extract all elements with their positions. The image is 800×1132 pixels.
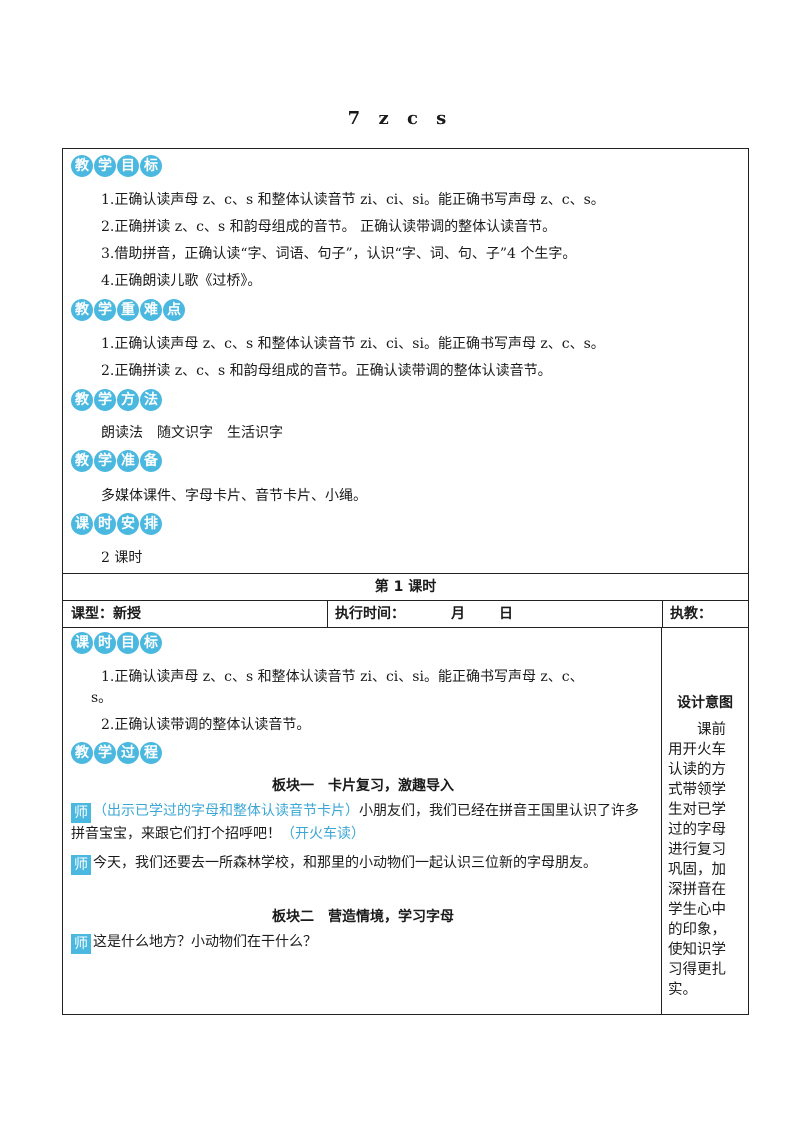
page-title: 7 z c s [347,108,453,129]
badge-char: 目 [117,155,139,177]
stage-direction: （出示已学过的字母和整体认读音节卡片） [93,803,359,819]
badge-key-points: 教学重难点 [71,299,186,321]
block-title-2: 板块二 营造情境，学习字母 [272,909,454,925]
execution-time-label: 执行时间： [335,606,405,622]
goal-item: 2.正确拼读 z、c、s 和韵母组成的音节。 正确认读带调的整体认读音节。 [101,219,557,235]
badge-schedule: 课时安排 [71,513,163,535]
badge-method: 教学方法 [71,389,163,411]
badge-char: 教 [71,450,93,472]
badge-char: 过 [117,742,139,764]
day-label: 日 [499,606,513,622]
badge-char: 学 [94,389,116,411]
prep-text: 多媒体课件、字母卡片、音节卡片、小绳。 [101,488,367,504]
badge-char: 点 [163,299,185,321]
badge-char: 法 [140,389,162,411]
badge-char: 重 [117,299,139,321]
badge-char: 安 [117,513,139,535]
teacher-speech: 这是什么地方？小动物们在干什么？ [93,934,317,950]
teacher-label: 执教： [670,606,712,622]
lesson-meta-row: 课型：新授 执行时间： 月 日 执教： [63,601,748,628]
design-intent-title: 设计意图 [677,695,733,711]
goal-item: 4.正确朗读儿歌《过桥》。 [101,273,262,289]
lesson-type: 课型：新授 [71,606,141,622]
badge-char: 排 [140,513,162,535]
key-item: 2.正确拼读 z、c、s 和韵母组成的音节。正确认读带调的整体认读音节。 [101,363,552,379]
badge-char: 时 [94,513,116,535]
lesson-goal-item: 1.正确认读声母 z、c、s 和整体认读音节 zi、ci、si。能正确书写声母 … [101,669,584,685]
badge-char: 学 [94,742,116,764]
lesson-goal-item-cont: s。 [91,690,113,706]
badge-char: 教 [71,742,93,764]
badge-char: 课 [71,632,93,654]
badge-char: 学 [94,299,116,321]
teacher-tag: 师 [71,934,91,954]
badge-char: 教 [71,155,93,177]
method-text: 朗读法 随文识字 生活识字 [101,425,283,441]
teacher-tag: 师 [71,803,91,823]
badge-char: 程 [140,742,162,764]
stage-direction: （开火车读） [281,826,365,842]
block-title-1: 板块一 卡片复习，激趣导入 [272,778,454,794]
badge-char: 备 [140,450,162,472]
badge-char: 学 [94,155,116,177]
key-item: 1.正确认读声母 z、c、s 和整体认读音节 zi、ci、si。能正确书写声母 … [101,336,605,352]
badge-char: 时 [94,632,116,654]
badge-char: 课 [71,513,93,535]
overview-section: 教学目标 1.正确认读声母 z、c、s 和整体认读音节 zi、ci、si。能正确… [63,149,748,574]
teacher-speech: 今天，我们还要去一所森林学校，和那里的小动物们一起认识三位新的字母朋友。 [93,855,597,871]
badge-char: 学 [94,450,116,472]
badge-char: 教 [71,389,93,411]
badge-char: 目 [117,632,139,654]
design-intent-column: 设计意图 课前用开火车认读的方式带领学生对已学过的字母进行复习巩固，加深拼音在学… [661,628,748,1014]
process-paragraph-2: 师今天，我们还要去一所森林学校，和那里的小动物们一起认识三位新的字母朋友。 [71,852,651,875]
badge-teaching-goals: 教学目标 [71,155,163,177]
badge-preparation: 教学准备 [71,450,163,472]
goal-item: 1.正确认读声母 z、c、s 和整体认读音节 zi、ci、si。能正确书写声母 … [101,192,605,208]
schedule-text: 2 课时 [101,550,143,566]
badge-char: 标 [140,632,162,654]
badge-lesson-goals: 课时目标 [71,632,163,654]
badge-char: 教 [71,299,93,321]
lesson-goal-item: 2.正确认读带调的整体认读音节。 [101,717,311,733]
design-intent-text: 课前用开火车认读的方式带领学生对已学过的字母进行复习巩固，加深拼音在学生心中的印… [668,722,726,998]
month-label: 月 [451,606,465,622]
process-paragraph-3: 师这是什么地方？小动物们在干什么？ [71,931,651,954]
badge-char: 难 [140,299,162,321]
teacher-speech: 小朋友们，我们已经在拼音王国里认识了许多拼音宝宝，来跟它们打个招呼吧！ [71,803,639,842]
badge-char: 方 [117,389,139,411]
badge-char: 准 [117,450,139,472]
process-paragraph-1: 师（出示已学过的字母和整体认读音节卡片）小朋友们，我们已经在拼音王国里认识了许多… [71,800,651,845]
lesson-body: 课时目标 1.正确认读声母 z、c、s 和整体认读音节 zi、ci、si。能正确… [63,628,748,1014]
badge-char: 标 [140,155,162,177]
lesson-plan-table: 教学目标 1.正确认读声母 z、c、s 和整体认读音节 zi、ci、si。能正确… [62,148,749,1015]
teacher-tag: 师 [71,855,91,875]
badge-process: 教学过程 [71,742,163,764]
lesson-header: 第 1 课时 [63,574,748,601]
goal-item: 3.借助拼音，正确认读“字、词语、句子”，认识“字、词、句、子”4 个生字。 [101,246,577,262]
